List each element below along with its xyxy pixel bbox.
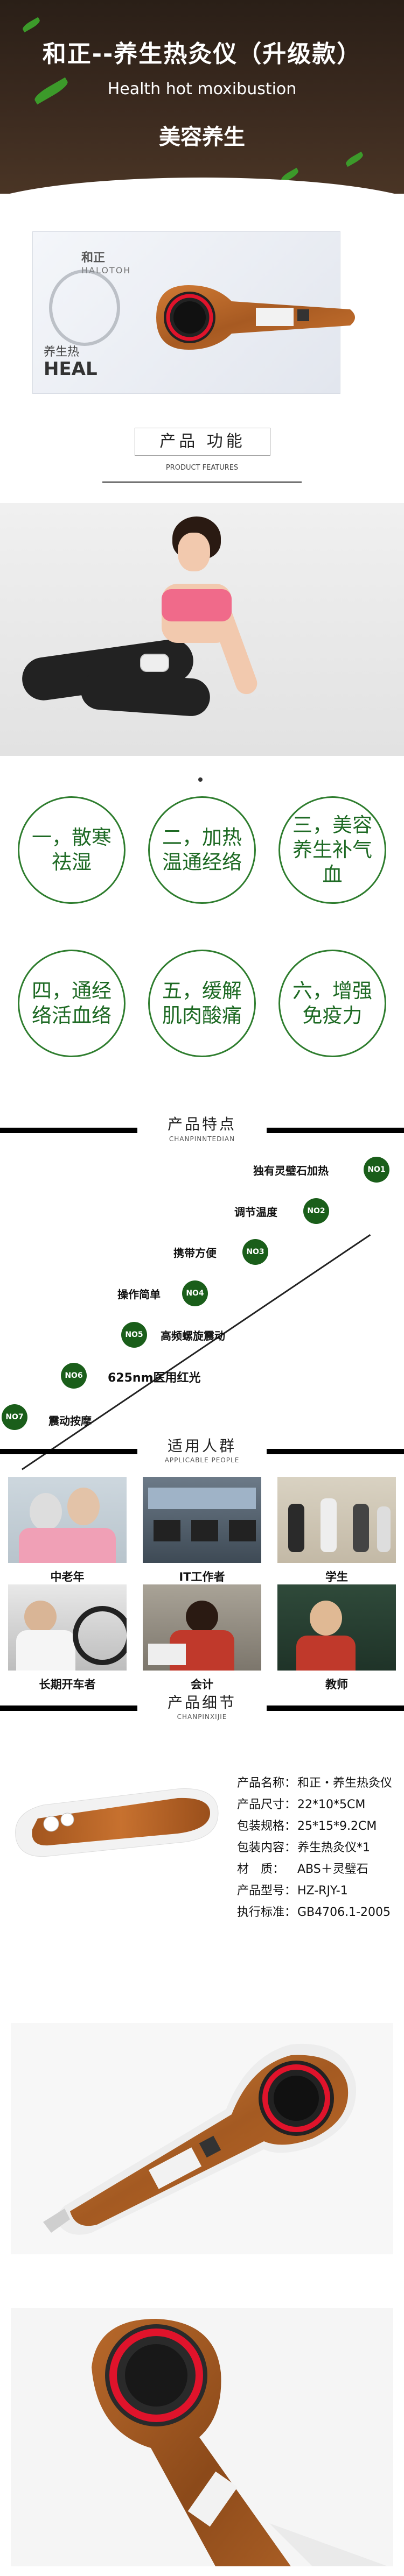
feature-number: NO4 (182, 1280, 208, 1306)
feature-label: 调节温度 (234, 1206, 277, 1219)
function-circle: 四，通经络活血络 (18, 950, 126, 1057)
people-caption: 中老年 (50, 1570, 85, 1583)
feature-label: 独有灵璧石加热 (253, 1164, 329, 1177)
function-circle: 五，缓解肌肉酸痛 (148, 950, 256, 1057)
spec-row: 产品名称：和正・养生热灸仪 (237, 1777, 393, 1790)
device-side-image (15, 1788, 219, 1857)
people-photo (143, 1584, 261, 1671)
hero-curve (0, 178, 404, 194)
people-photo (143, 1477, 261, 1563)
people-caption: 会计 (191, 1678, 213, 1691)
product-detail-photo (11, 2308, 393, 2566)
people-photo (277, 1584, 396, 1671)
features-heading-en: PRODUCT FEATURES (165, 464, 239, 472)
spec-row: 产品型号：HZ-RJY-1 (237, 1884, 348, 1898)
package-device-outline (49, 270, 120, 346)
section-title-characteristics: 产品特点 (167, 1115, 236, 1133)
section-subtitle-characteristics: CHANPINNTEDIAN (169, 1135, 235, 1143)
leaf-decoration (21, 17, 41, 33)
features-heading: 产品 功能 (135, 428, 270, 456)
section-subtitle-people: APPLICABLE PEOPLE (164, 1456, 240, 1464)
people-photo (8, 1477, 127, 1563)
device-image (156, 285, 355, 350)
model-photo (0, 503, 404, 756)
model-face (178, 533, 210, 571)
features-divider (102, 482, 302, 483)
model-leg (79, 670, 212, 718)
feature-label: 操作简单 (117, 1288, 161, 1301)
function-circle: 一，散寒祛湿 (18, 796, 126, 904)
page-title: 和正--养生热灸仪（升级款） (42, 40, 362, 68)
device-angle-image (43, 2043, 356, 2235)
package-name-en: HEAL (44, 358, 97, 380)
device-in-hand (140, 654, 169, 672)
people-caption: 学生 (325, 1570, 348, 1583)
feature-number: NO3 (242, 1239, 268, 1265)
people-caption: 教师 (325, 1678, 348, 1691)
feature-number: NO1 (364, 1157, 389, 1183)
people-photo (8, 1584, 127, 1671)
spec-row: 材 质：ABS＋灵璧石 (237, 1863, 368, 1876)
people-caption: 长期开车者 (39, 1678, 96, 1691)
feature-label: 625nm医用红光 (108, 1371, 201, 1385)
function-circle: 三，美容养生补气血 (278, 796, 386, 904)
feature-number: NO6 (61, 1363, 87, 1389)
spec-row: 执行标准：GB4706.1-2005 (237, 1906, 391, 1919)
people-photo (277, 1477, 396, 1563)
package-brand: 和正 (81, 251, 106, 265)
product-detail-photo (11, 2023, 393, 2254)
section-title-detail: 产品细节 (167, 1694, 236, 1711)
function-circle: 六，增强免疫力 (278, 950, 386, 1057)
feature-label: 高频螺旋震动 (161, 1329, 225, 1342)
people-caption: IT工作者 (179, 1570, 225, 1583)
page-tagline: 美容养生 (159, 125, 245, 150)
section-subtitle-detail: CHANPINXIJIE (177, 1713, 227, 1721)
spec-row: 包装规格：25*15*9.2CM (237, 1820, 377, 1833)
carousel-dot (198, 777, 203, 782)
feature-label: 携带方便 (173, 1247, 217, 1259)
device-front-image (92, 2319, 388, 2566)
leaf-decoration (344, 151, 365, 167)
hero-banner: 和正--养生热灸仪（升级款） Health hot moxibustion 美容… (0, 0, 404, 194)
section-title-people: 适用人群 (167, 1437, 236, 1455)
feature-number: NO5 (121, 1322, 147, 1348)
feature-label: 震动按摩 (48, 1414, 92, 1427)
feature-number: NO2 (303, 1198, 329, 1224)
package-name-cn: 养生热 (44, 345, 80, 359)
feature-number: NO7 (2, 1404, 27, 1430)
spec-row: 包装内容：养生热灸仪*1 (237, 1841, 370, 1855)
function-circle: 二，加热温通经络 (148, 796, 256, 904)
model-top (162, 589, 232, 621)
page-subtitle: Health hot moxibustion (107, 80, 297, 98)
spec-row: 产品尺寸：22*10*5CM (237, 1798, 366, 1811)
